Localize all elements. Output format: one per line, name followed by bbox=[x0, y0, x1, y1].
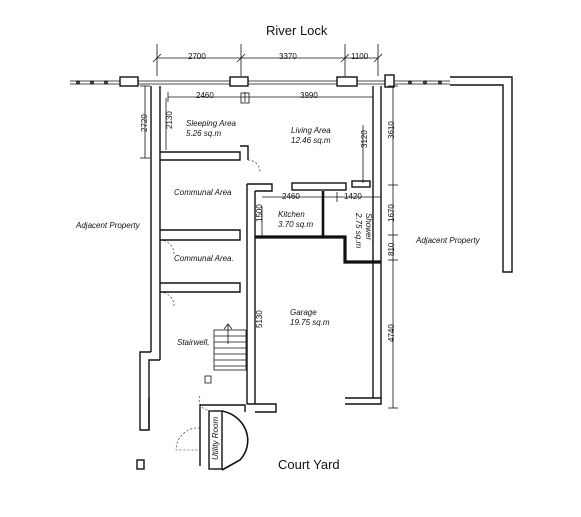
adjacent-property-right-label: Adjacent Property bbox=[416, 236, 480, 245]
garage-west-wall bbox=[246, 183, 381, 404]
kitchen-size: 3.70 sq.m bbox=[278, 220, 314, 229]
dim-3610: 3610 bbox=[387, 121, 396, 139]
dim-1500: 1500 bbox=[255, 204, 264, 222]
dim-3370: 3370 bbox=[279, 52, 297, 61]
kitchen-counter bbox=[291, 182, 347, 191]
dim-3990: 3990 bbox=[300, 91, 318, 100]
kitchen-label: Kitchen bbox=[278, 210, 305, 219]
north-wall bbox=[70, 74, 450, 88]
left-dimension-line bbox=[140, 85, 167, 159]
dim-1420: 1420 bbox=[344, 192, 362, 201]
living-area-size: 12.46 sq.m bbox=[291, 136, 331, 145]
east-wall bbox=[362, 85, 398, 409]
dim-5130: 5130 bbox=[255, 310, 264, 328]
court-yard-label: Court Yard bbox=[278, 457, 340, 472]
garage-label: Garage bbox=[290, 308, 317, 317]
dim-810: 810 bbox=[387, 242, 396, 256]
utility-room-label: Utility Room bbox=[211, 416, 220, 460]
post bbox=[136, 459, 145, 470]
shower-size: 2.75 sq.m bbox=[354, 213, 363, 249]
dim-2130: 2130 bbox=[165, 111, 174, 129]
dim-1100: 1100 bbox=[351, 52, 369, 61]
dim-2460-kitchen: 2460 bbox=[282, 192, 300, 201]
communal-area-walls bbox=[159, 229, 241, 307]
river-lock-label: River Lock bbox=[266, 23, 328, 38]
adjacent-property-left-label: Adjacent Property bbox=[76, 221, 140, 230]
utility-room-walls bbox=[175, 404, 249, 471]
dim-3120: 3120 bbox=[360, 130, 369, 148]
sleeping-area-walls bbox=[160, 145, 261, 173]
stairs bbox=[204, 323, 247, 384]
top-dimension-line bbox=[152, 44, 383, 76]
stairwell-label: Stairwell, bbox=[177, 338, 210, 347]
communal-area-1-label: Communal Area bbox=[174, 188, 232, 197]
garage-size: 19.75 sq.m bbox=[290, 318, 330, 327]
sleeping-area-size: 5.26 sq.m bbox=[186, 129, 222, 138]
dim-1670: 1670 bbox=[387, 204, 396, 222]
sleeping-area-label: Sleeping Area bbox=[186, 119, 236, 128]
dim-2460-top: 2460 bbox=[196, 91, 214, 100]
dim-4740: 4740 bbox=[387, 324, 396, 342]
shower-label: Shower bbox=[364, 213, 373, 241]
adjacent-property-right-wall bbox=[450, 76, 513, 273]
west-wall bbox=[139, 86, 161, 431]
garage-south-wall bbox=[198, 395, 382, 413]
dim-2720: 2720 bbox=[140, 114, 149, 132]
living-counter bbox=[351, 180, 371, 188]
living-area-label: Living Area bbox=[291, 126, 331, 135]
communal-area-2-label: Communal Area. bbox=[174, 254, 234, 263]
dim-2700: 2700 bbox=[188, 52, 206, 61]
